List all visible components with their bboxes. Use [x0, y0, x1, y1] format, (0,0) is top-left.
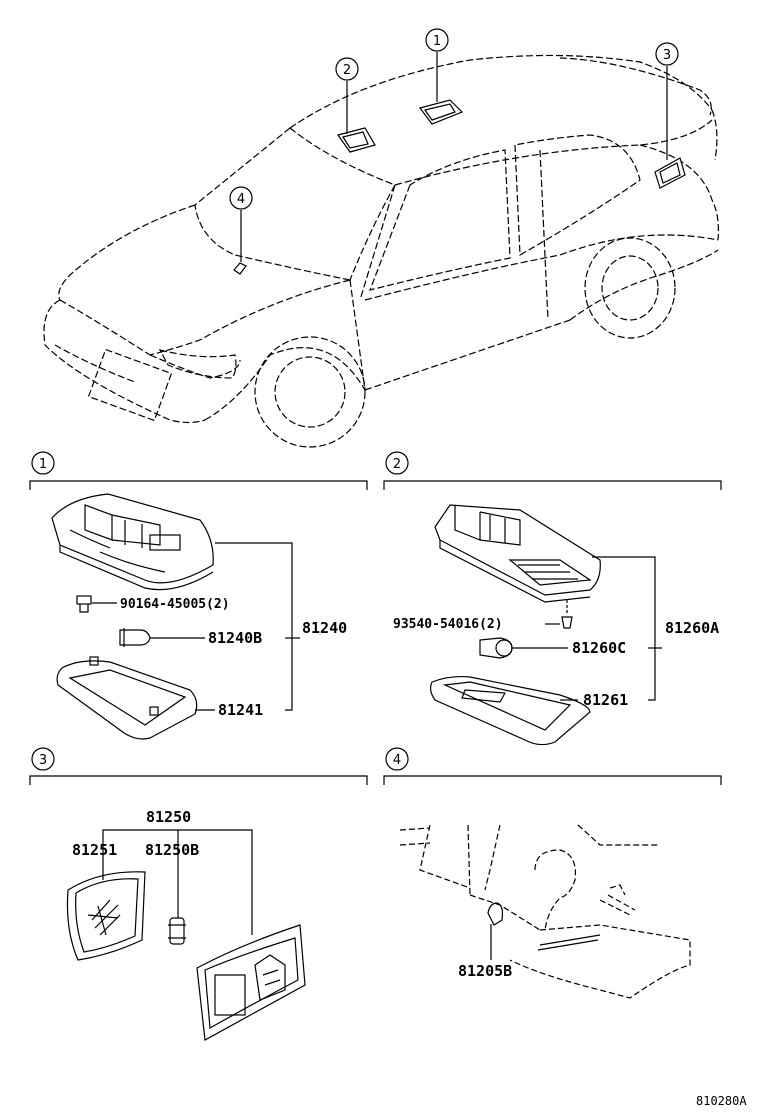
- callout-label-3: 3: [663, 48, 671, 63]
- section-4-marker: 4: [393, 753, 401, 768]
- section-2-bulb: [479, 637, 568, 659]
- section-2-assy-label: 81260A: [665, 619, 719, 637]
- section-4-console: [399, 824, 691, 999]
- callout-label-4: 4: [237, 192, 245, 207]
- callout-circle-2: [335, 57, 359, 81]
- lamp-location-4: [233, 262, 247, 275]
- section-4-bulb: [487, 902, 504, 960]
- section-2-lens: [429, 675, 591, 746]
- section-3-marker: 3: [39, 753, 47, 768]
- section-3-housing: [196, 924, 306, 1041]
- callout-circle-3: [655, 42, 679, 66]
- lamp-location-3: [654, 157, 686, 189]
- callout-circle-4: [229, 186, 253, 210]
- section-1-bolt-label: 90164-45005(2): [120, 597, 230, 612]
- section-3-bulb-label: 81250B: [145, 841, 199, 859]
- section-1-bulb: [119, 628, 205, 647]
- section-1-assy-label: 81240: [302, 619, 347, 637]
- section-2-frame: [383, 451, 722, 490]
- section-1-bolt: [76, 595, 117, 613]
- section-3-lens: [66, 871, 146, 961]
- section-1-marker: 1: [39, 457, 47, 472]
- callout-label-2: 2: [343, 63, 351, 78]
- section-1-lens-label: 81241: [218, 701, 263, 719]
- section-1-lamp-housing: [51, 493, 214, 591]
- section-2-lens-label: 81261: [583, 691, 628, 709]
- section-2-screw: [545, 600, 573, 629]
- section-2-screw-label: 93540-54016(2): [393, 617, 503, 632]
- diagram-code: 810280A: [696, 1094, 747, 1108]
- section-3-bracket: [102, 829, 253, 935]
- section-2-marker: 2: [393, 457, 401, 472]
- section-3-lens-label: 81251: [72, 841, 117, 859]
- section-3-frame: [29, 747, 368, 785]
- section-4-frame: [383, 747, 722, 785]
- lamp-location-2: [337, 127, 376, 153]
- section-1-bulb-label: 81240B: [208, 629, 262, 647]
- section-2-bracket: [592, 556, 662, 701]
- section-2-bulb-label: 81260C: [572, 639, 626, 657]
- section-1-frame: [29, 451, 368, 490]
- section-1-lens: [56, 656, 215, 740]
- lamp-location-1: [418, 99, 464, 125]
- section-4-bulb-label: 81205B: [458, 962, 512, 980]
- section-1-bracket: [215, 542, 300, 711]
- section-2-lamp-housing: [434, 504, 601, 603]
- car-illustration: [43, 54, 719, 448]
- section-3-bulb: [168, 917, 186, 945]
- callout-circle-1: [425, 28, 449, 52]
- section-3-assy-label: 81250: [146, 808, 191, 826]
- callout-label-1: 1: [433, 34, 441, 49]
